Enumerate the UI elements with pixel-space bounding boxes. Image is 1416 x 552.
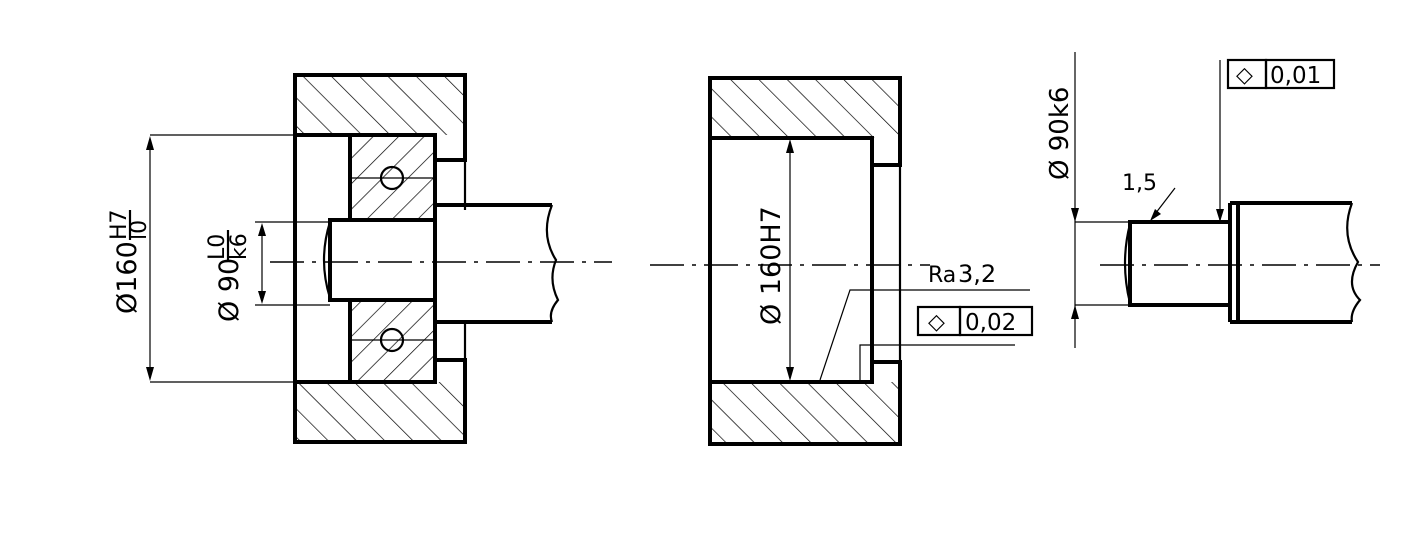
assembly-shaft-fit-upper: L0 (205, 234, 230, 260)
bearing-lower-hatch (350, 300, 435, 382)
shaft-journal (328, 218, 437, 302)
housing-top-hatch (295, 75, 465, 135)
roughness-symbol: Ra (928, 263, 956, 288)
assembly-view: Ø160 H7 l0 Ø 90 L0 k6 (107, 73, 612, 444)
assembly-shaft-fit-lower: k6 (227, 233, 252, 260)
chamfer-label: 1,5 (1122, 171, 1157, 196)
tolerance-value: 0,02 (965, 310, 1016, 336)
shaft-tolerance-value-cell (1264, 58, 1336, 90)
shaft-view: Ø 90k6 1,5 ◇ 0,01 (1045, 52, 1380, 348)
housing-bottom-hatch (295, 382, 465, 442)
shaft-tolerance-value: 0,01 (1270, 63, 1321, 89)
shaft-body (435, 203, 552, 324)
shaft-journal-part (1128, 220, 1232, 307)
assembly-shaft-dimension: Ø 90 (214, 258, 245, 322)
shaft-diameter-dimension: Ø 90k6 (1045, 87, 1075, 180)
housing-view: Ø 160H7 Ra 3,2 ◇ 0,02 (650, 76, 1034, 446)
tolerance-symbol: ◇ (928, 310, 945, 335)
shaft-break-line (545, 204, 560, 323)
assembly-bore-fit-lower: l0 (127, 220, 152, 240)
housing-bore-dimension: Ø 160H7 (756, 206, 787, 325)
tolerance-value-cell (958, 305, 1034, 337)
shaft-part-break-line (1346, 202, 1362, 323)
shaft-tolerance-symbol: ◇ (1236, 63, 1253, 88)
roughness-leader (819, 289, 1030, 381)
assembly-bore-dimension: Ø160 (112, 241, 143, 314)
assembly-bore-fit-upper: H7 (107, 209, 132, 240)
roughness-value: 3,2 (958, 260, 996, 288)
tolerance-leader (859, 344, 1015, 380)
